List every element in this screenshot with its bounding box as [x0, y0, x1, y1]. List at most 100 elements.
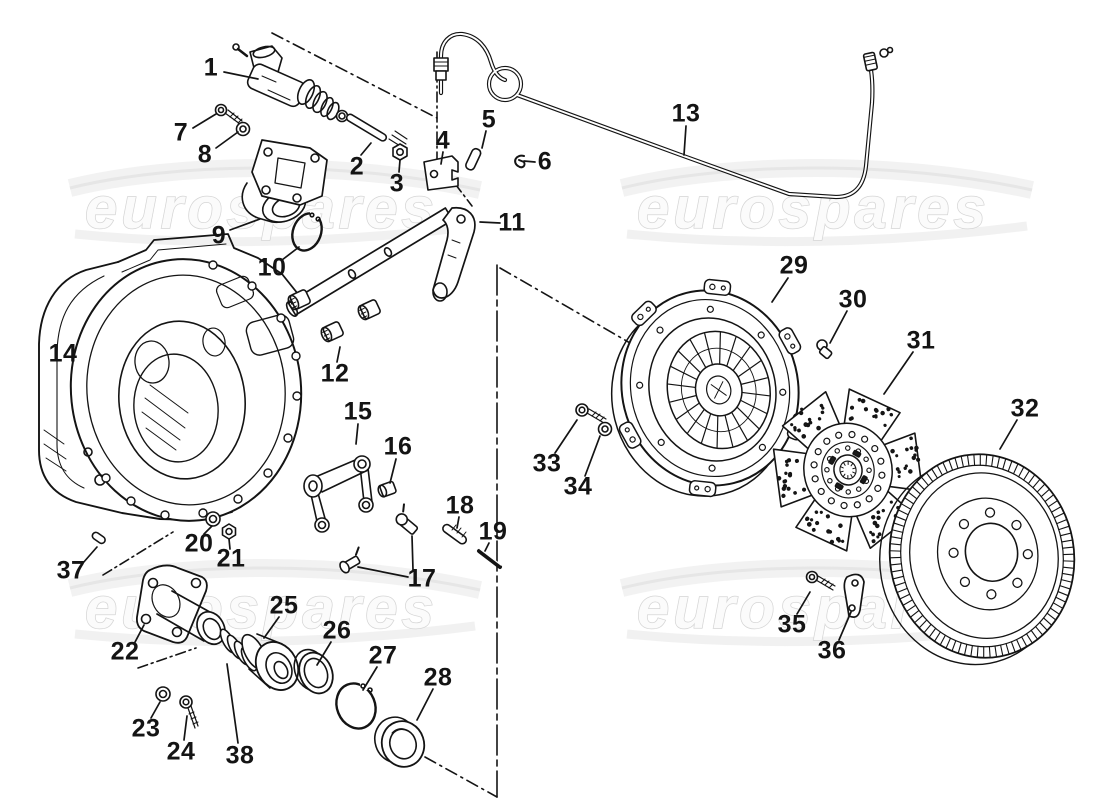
part-pushrod	[345, 113, 408, 150]
leader-line-17	[357, 566, 409, 578]
part-bolt-24	[179, 695, 199, 729]
leader-line-12	[336, 346, 341, 363]
leader-line-3	[398, 159, 401, 173]
part-label-18: 18	[445, 491, 475, 520]
part-label-9: 9	[211, 221, 227, 250]
part-bolt-35	[805, 570, 836, 591]
part-label-27: 27	[368, 641, 398, 670]
part-washer-34	[597, 421, 613, 437]
part-label-5: 5	[481, 105, 497, 134]
part-nut	[392, 143, 408, 161]
part-label-23: 23	[131, 714, 161, 743]
part-pin-18	[442, 523, 468, 545]
part-front-cover	[135, 564, 226, 646]
part-label-33: 33	[532, 449, 562, 478]
leader-line-24	[183, 715, 188, 741]
part-stud	[91, 531, 106, 545]
part-label-14: 14	[48, 339, 78, 368]
part-label-32: 32	[1010, 394, 1040, 423]
leader-line-27	[362, 666, 378, 691]
part-label-30: 30	[838, 285, 868, 314]
leader-line-2	[360, 142, 372, 156]
part-label-26: 26	[322, 616, 352, 645]
leader-line-37	[82, 546, 98, 564]
part-label-25: 25	[269, 591, 299, 620]
part-flywheel	[879, 453, 1076, 666]
part-bolt-7	[214, 103, 243, 125]
part-pressure-plate	[610, 278, 808, 498]
part-slave-cylinder	[232, 43, 349, 123]
leader-line-10	[281, 246, 300, 261]
leader-line-5	[481, 130, 487, 149]
leader-line-36	[838, 611, 852, 641]
leader-line-29	[771, 277, 789, 303]
watermark-text: eurospares	[637, 176, 990, 241]
leader-line-16	[389, 458, 397, 484]
part-bushing-16	[377, 480, 397, 498]
leader-line-8	[215, 131, 239, 149]
part-label-21: 21	[216, 544, 246, 573]
leader-line-34	[584, 435, 601, 477]
part-washer-23	[155, 686, 171, 702]
leader-line-25	[263, 616, 280, 639]
part-label-38: 38	[225, 741, 255, 770]
leader-line-38	[226, 663, 239, 744]
leader-line-15	[355, 423, 359, 445]
leader-line-13	[683, 125, 687, 156]
leader-line-19	[484, 542, 490, 552]
leader-line-7	[192, 113, 217, 129]
leader-line-6	[523, 160, 536, 163]
part-label-17: 17	[407, 564, 437, 593]
leader-line-26	[316, 641, 332, 666]
part-retainer-clips	[339, 503, 419, 574]
part-seal	[374, 716, 426, 768]
leader-lines	[82, 71, 1018, 744]
part-label-15: 15	[343, 397, 373, 426]
part-split-pin	[477, 548, 502, 569]
part-washer-8	[235, 121, 251, 137]
part-label-12: 12	[320, 359, 350, 388]
leader-line-11	[479, 221, 501, 224]
part-bushings	[287, 289, 381, 343]
leader-line-1	[223, 71, 259, 80]
part-ring-26	[293, 648, 334, 695]
part-label-19: 19	[478, 517, 508, 546]
leader-line-33	[554, 419, 578, 454]
leader-line-21	[228, 538, 231, 550]
leader-line-30	[829, 310, 848, 344]
part-bracket	[241, 139, 328, 223]
leader-line-28	[416, 688, 434, 721]
part-label-7: 7	[173, 118, 189, 147]
leader-line-32	[999, 419, 1018, 450]
part-pin	[465, 147, 482, 171]
part-label-13: 13	[671, 99, 701, 128]
part-label-1: 1	[203, 53, 219, 82]
part-label-2: 2	[349, 152, 365, 181]
leader-line-22	[133, 624, 145, 645]
part-label-29: 29	[779, 251, 809, 280]
part-lock-plate	[843, 573, 865, 618]
part-washer-20	[205, 511, 221, 527]
part-label-37: 37	[56, 556, 86, 585]
part-clevis	[423, 155, 459, 191]
part-nut-21	[221, 523, 237, 540]
leader-line-31	[883, 351, 914, 395]
part-label-20: 20	[184, 529, 214, 558]
part-label-22: 22	[110, 637, 140, 666]
part-label-34: 34	[563, 472, 593, 501]
leader-line-23	[150, 701, 161, 719]
part-snap-ring-10	[291, 211, 323, 252]
part-label-24: 24	[166, 737, 196, 766]
part-bolt-33	[575, 403, 607, 424]
part-clip	[514, 154, 526, 169]
part-bellhousing	[38, 233, 303, 522]
part-label-11: 11	[498, 208, 526, 237]
leader-line-17	[411, 535, 414, 571]
part-snap-ring-27	[335, 681, 377, 730]
part-bolt-30	[816, 339, 833, 360]
watermark: eurospares	[619, 159, 1034, 247]
leader-line-18	[456, 516, 460, 529]
part-label-31: 31	[906, 326, 936, 355]
